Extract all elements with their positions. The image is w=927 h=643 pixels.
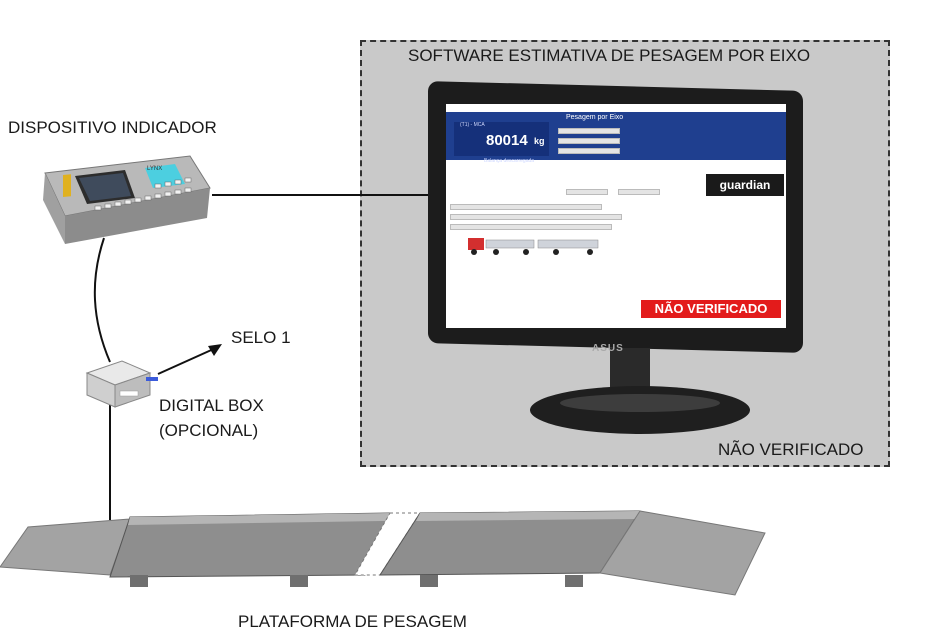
digital-box-label-line1: DIGITAL BOX — [159, 396, 264, 415]
not-verified-label: NÃO VERIFICADO — [718, 440, 864, 459]
digital-box-label-line2: (OPCIONAL) — [159, 421, 259, 440]
ramp-left — [0, 518, 131, 576]
weight-unit: kg — [534, 136, 545, 146]
indicator-logo: LYNX — [147, 166, 162, 172]
action-button[interactable] — [566, 189, 608, 195]
ramp-right — [599, 510, 766, 596]
monitor-brand-logo: ASUS — [592, 343, 624, 354]
indicator-device: LYNX — [43, 155, 211, 244]
weight-value: 80014 — [486, 132, 528, 149]
weight-caption: (T1) - MCA — [460, 122, 485, 128]
field-row — [450, 224, 612, 230]
load-cell — [130, 575, 148, 587]
seal-arrow-line — [157, 346, 219, 375]
seal-arrow-head — [208, 344, 222, 356]
software-label: SOFTWARE ESTIMATIVA DE PESAGEM POR EIXO — [408, 46, 811, 65]
monitor-screen: Pesagem por Eixo (T1) - MCA 80014 kg Bal… — [446, 104, 786, 328]
truck-diagram — [468, 238, 599, 255]
field-row — [558, 138, 620, 144]
weight-panel: (T1) - MCA 80014 kg Balança descarregada — [454, 122, 549, 164]
load-cell — [420, 575, 438, 587]
action-button[interactable] — [618, 189, 660, 195]
field-row — [558, 148, 620, 154]
field-row — [558, 128, 620, 134]
load-cell — [290, 575, 308, 587]
indicator-display — [79, 173, 131, 201]
wire-indicator-to-box — [93, 237, 111, 363]
field-row — [450, 214, 622, 220]
monitor-stand-highlight — [560, 394, 720, 412]
brand-logo: guardian — [706, 174, 784, 196]
load-cell — [565, 575, 583, 587]
indicator-device-label: DISPOSITIVO INDICADOR — [8, 118, 217, 137]
screen-not-verified-badge: NÃO VERIFICADO — [641, 300, 781, 318]
digital-box — [85, 360, 158, 408]
weighing-platform — [0, 510, 766, 596]
field-row — [450, 204, 602, 210]
weight-status: Balança descarregada — [484, 158, 535, 164]
window-title: Pesagem por Eixo — [566, 114, 624, 121]
platform-label: PLATAFORMA DE PESAGEM — [238, 612, 467, 631]
monitor-neck — [610, 348, 650, 392]
seal-label: SELO 1 — [231, 328, 291, 347]
